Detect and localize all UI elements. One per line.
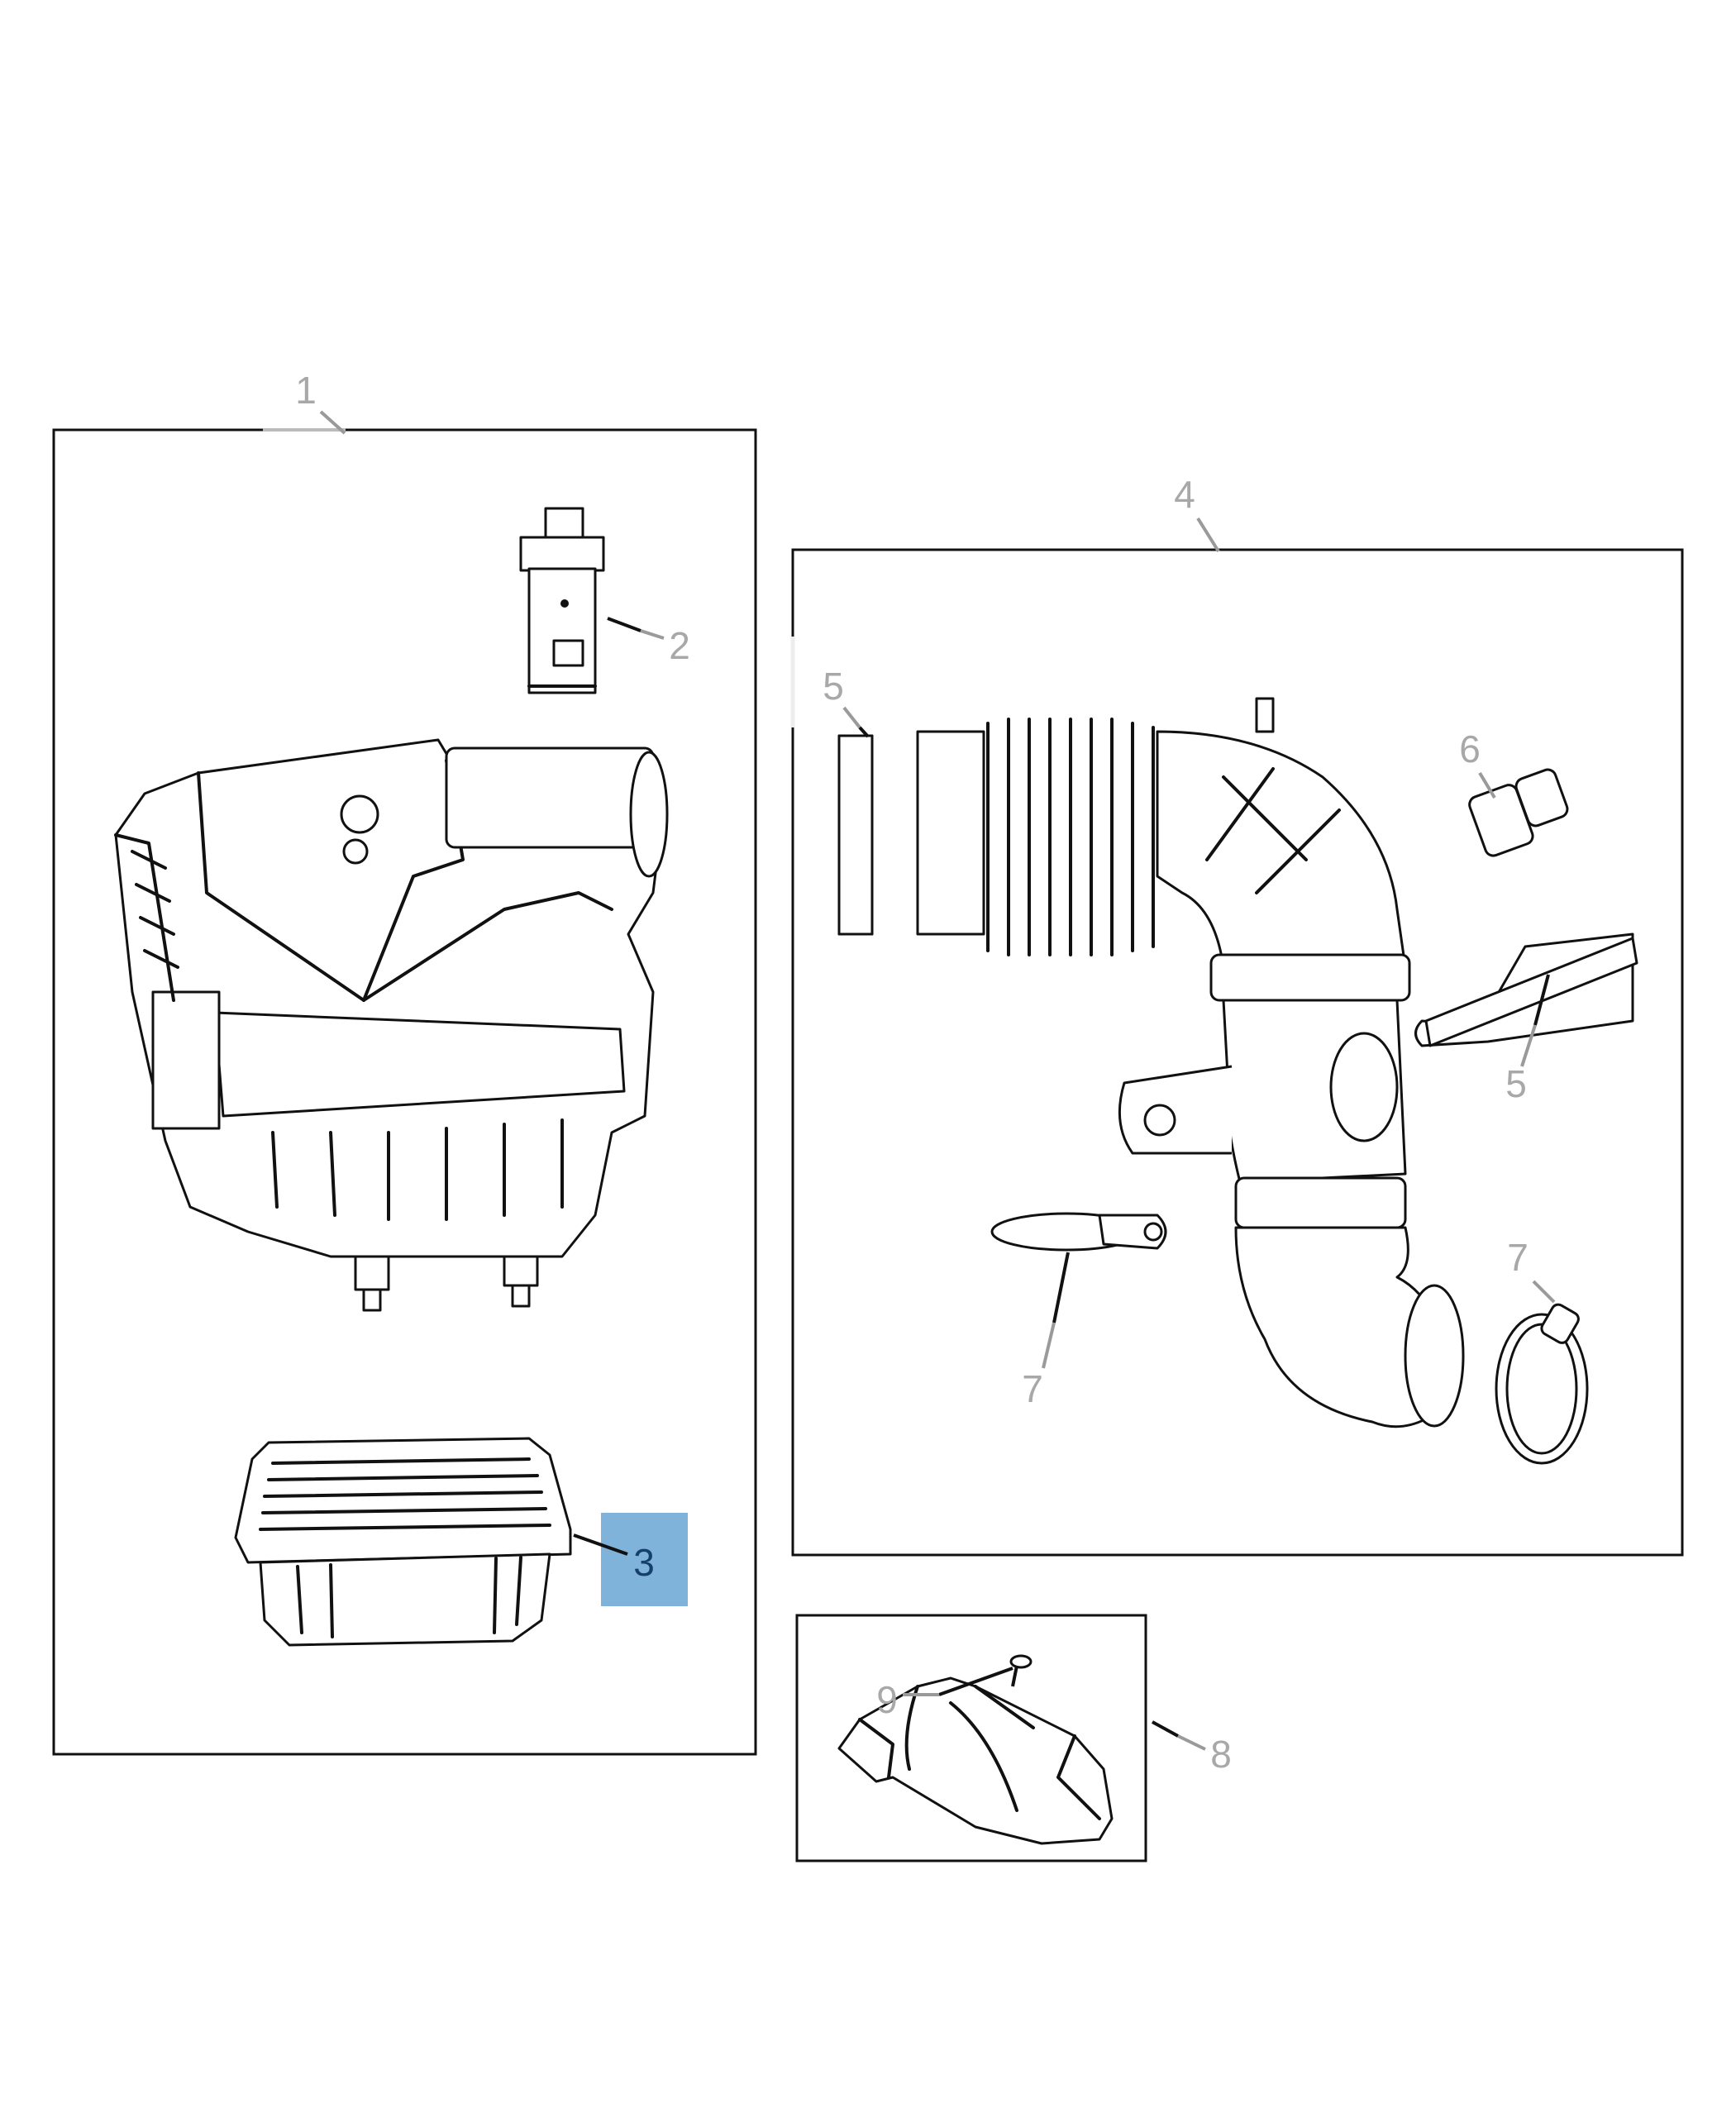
callout-8[interactable]: 8 [1210,1733,1232,1776]
group-box-duct [791,548,1684,1557]
part-fitting-6[interactable] [1467,767,1570,858]
callout-3[interactable]: 3 [633,1541,655,1584]
part-mass-airflow-sensor[interactable] [519,507,605,694]
leader-5a [842,706,861,729]
callout-1[interactable]: 1 [295,369,317,412]
callout-5b[interactable]: 5 [1505,1062,1527,1105]
callout-4[interactable]: 4 [1174,473,1195,516]
part-push-pin-9[interactable] [938,1654,1033,1696]
part-clean-air-duct[interactable] [837,697,1465,1428]
part-hose-clamp-7b[interactable] [1495,1302,1589,1465]
leader-6 [1478,771,1496,799]
leader-3 [573,1533,628,1556]
part-air-cleaner-housing[interactable] [114,738,669,1312]
callout-2[interactable]: 2 [669,624,690,667]
leader-7a [1052,1252,1070,1323]
callout-9[interactable]: 9 [876,1678,898,1721]
leader-5b [1533,974,1550,1026]
part-hose-clamp-7a[interactable] [990,1212,1167,1252]
part-strap-clamp-5b[interactable] [1414,932,1638,1047]
callout-6[interactable]: 6 [1459,727,1481,770]
callout-3-highlight [601,1513,688,1606]
callout-7a[interactable]: 7 [1022,1367,1043,1410]
leader-7b [1532,1280,1556,1304]
leader-lines [319,410,1556,1751]
leader-8 [1152,1720,1179,1738]
group-box-air-cleaner [52,428,757,1756]
part-coupler-5a[interactable] [837,734,874,936]
leader-1 [319,410,346,435]
callout-5a[interactable]: 5 [823,665,844,708]
leader-4 [1196,517,1220,553]
group-box-shield [795,1614,1147,1862]
callout-7b[interactable]: 7 [1507,1236,1529,1279]
part-heat-shield-8[interactable] [837,1676,1114,1845]
part-air-filter-element[interactable] [234,1437,572,1647]
leader-2 [607,617,641,632]
